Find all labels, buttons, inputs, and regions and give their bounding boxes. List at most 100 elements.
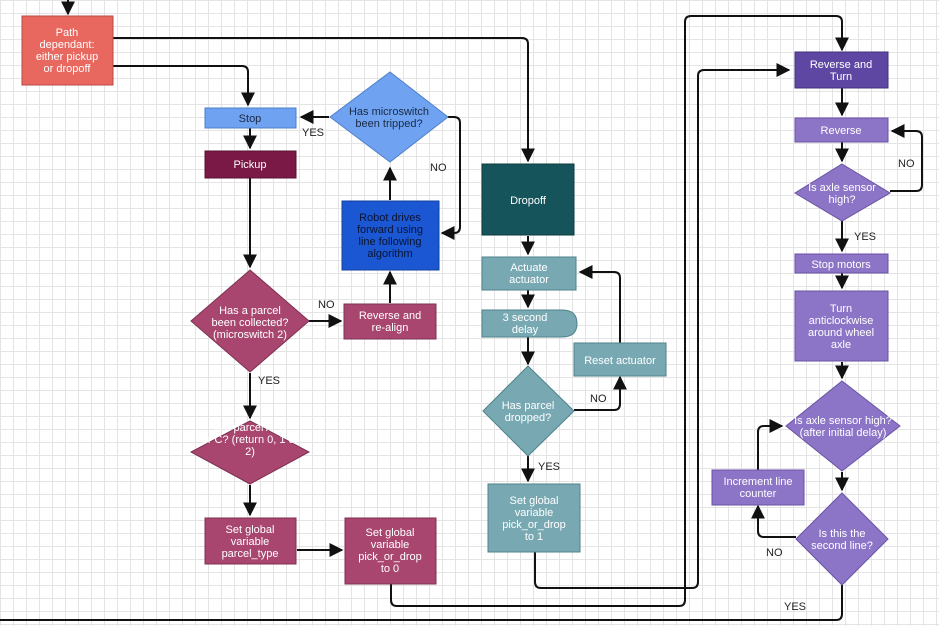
label-set-pick-or-drop-1-line: variable	[515, 507, 554, 519]
edge-reset-to-actuate	[578, 265, 621, 343]
label-reverse: Reverse	[821, 125, 862, 137]
node-stop-motors	[794, 253, 889, 274]
label-actuate-actuator-line: actuator	[509, 274, 549, 286]
node-axle-sensor-high	[794, 163, 891, 222]
label-stop-motors-line: Stop motors	[811, 259, 871, 271]
edge-label-second-line-no: NO	[766, 547, 783, 559]
node-pickup	[204, 150, 297, 179]
label-microswitch-tripped-line: been tripped?	[355, 118, 422, 130]
label-set-parcel-type-line: variable	[231, 536, 270, 548]
node-parcel-collected	[190, 269, 310, 373]
label-reverse-realign-line: re-align	[372, 322, 409, 334]
node-microswitch-tripped	[329, 71, 449, 163]
label-reverse-and-turn-line: Turn	[830, 71, 852, 83]
label-robot-drives-line: algorithm	[367, 248, 412, 260]
connectors	[0, 0, 923, 621]
node-reverse-and-turn	[794, 51, 889, 89]
label-axle-sensor-high-delay: Is axle sensor high?(after initial delay…	[794, 415, 892, 439]
label-reset-actuator-line: Reset actuator	[584, 355, 656, 367]
label-axle-sensor-high-line: high?	[829, 194, 856, 206]
label-increment-line-counter-line: Increment line	[723, 476, 792, 488]
edge-second-line-yes-to-exit	[0, 585, 843, 621]
label-microswitch-tripped-line: Has microswitch	[349, 106, 429, 118]
label-axle-sensor-high-delay-line: (after initial delay)	[800, 427, 887, 439]
label-set-pick-or-drop-0-line: variable	[371, 539, 410, 551]
edge-microswitch-no-to-robot-drives	[440, 116, 461, 240]
label-parcel-collected-line: (microswitch 2)	[213, 329, 287, 341]
edge-label-microswitch-yes: YES	[302, 127, 324, 139]
label-path-dependant-line: dependant:	[39, 39, 94, 51]
label-set-parcel-type-line: parcel_type	[222, 548, 279, 560]
label-axle-sensor-high-line: Is axle sensor	[808, 182, 876, 194]
node-actuate-actuator	[481, 256, 577, 291]
edge-parcel-dropped-no-to-reset	[574, 375, 627, 411]
label-parcel-collected-line: been collected?	[211, 317, 288, 329]
node-axle-sensor-high-delay	[785, 380, 901, 472]
node-turn-anticlockwise	[794, 290, 889, 362]
label-stop: Stop	[239, 113, 262, 125]
label-reverse-realign-line: Reverse and	[359, 310, 421, 322]
edge-set-pod-1-to-reverse-and-turn	[534, 63, 791, 589]
label-which-parcel-line: or C? (return 0, 1 or	[202, 434, 299, 446]
node-robot-drives	[341, 200, 440, 271]
label-set-parcel-type-line: Set global	[226, 524, 275, 536]
label-second-line-line: Is this the	[818, 528, 865, 540]
label-set-pick-or-drop-1-line: to 1	[525, 531, 543, 543]
edge-label-microswitch-no: NO	[430, 162, 447, 174]
label-reset-actuator: Reset actuator	[584, 355, 656, 367]
edge-label-axle-no: NO	[898, 158, 915, 170]
node-reverse-realign	[343, 303, 437, 340]
node-reverse	[794, 117, 889, 143]
node-which-parcel	[189, 420, 311, 485]
label-turn-anticlockwise-line: anticlockwise	[809, 315, 874, 327]
edge-increment-to-axle-sensor-delay	[757, 419, 784, 470]
label-robot-drives-line: line following	[359, 236, 422, 248]
node-dropoff	[481, 163, 575, 236]
label-turn-anticlockwise-line: around wheel	[808, 327, 874, 339]
label-path-dependant-line: or dropoff	[44, 63, 92, 75]
label-reverse-line: Reverse	[821, 125, 862, 137]
edge-set-pod-0-to-reverse-and-turn	[390, 15, 849, 607]
label-robot-drives-line: forward using	[357, 224, 423, 236]
label-second-line-line: second line?	[811, 540, 873, 552]
edge-labels: YES NO NO YES NO YES NO YES NO YES	[258, 127, 915, 613]
label-parcel-dropped-line: dropped?	[505, 412, 552, 424]
edge-label-axle-yes: YES	[854, 231, 876, 243]
label-robot-drives-line: Robot drives	[359, 212, 421, 224]
label-dropoff: Dropoff	[510, 195, 547, 207]
node-delay	[481, 309, 578, 338]
label-delay-line: delay	[512, 324, 539, 336]
node-reset-actuator	[573, 342, 667, 377]
edge-path-dependant-to-stop	[113, 65, 255, 107]
label-delay-line: 3 second	[503, 312, 548, 324]
label-axle-sensor-high-delay-line: Is axle sensor high?	[794, 415, 892, 427]
label-set-pick-or-drop-0-line: Set global	[366, 527, 415, 539]
label-increment-line-counter-line: counter	[740, 488, 777, 500]
label-actuate-actuator-line: Actuate	[510, 262, 547, 274]
label-parcel-dropped-line: Has parcel	[502, 400, 555, 412]
node-set-pick-or-drop-0	[344, 517, 437, 585]
label-turn-anticlockwise-line: axle	[831, 339, 851, 351]
label-set-pick-or-drop-0-line: to 0	[381, 563, 399, 575]
edge-label-parcel-dropped-no: NO	[590, 393, 607, 405]
edge-label-parcel-dropped-yes: YES	[538, 461, 560, 473]
label-turn-anticlockwise-line: Turn	[830, 303, 852, 315]
label-path-dependant-line: either pickup	[36, 51, 98, 63]
label-set-pick-or-drop-1-line: Set global	[510, 495, 559, 507]
